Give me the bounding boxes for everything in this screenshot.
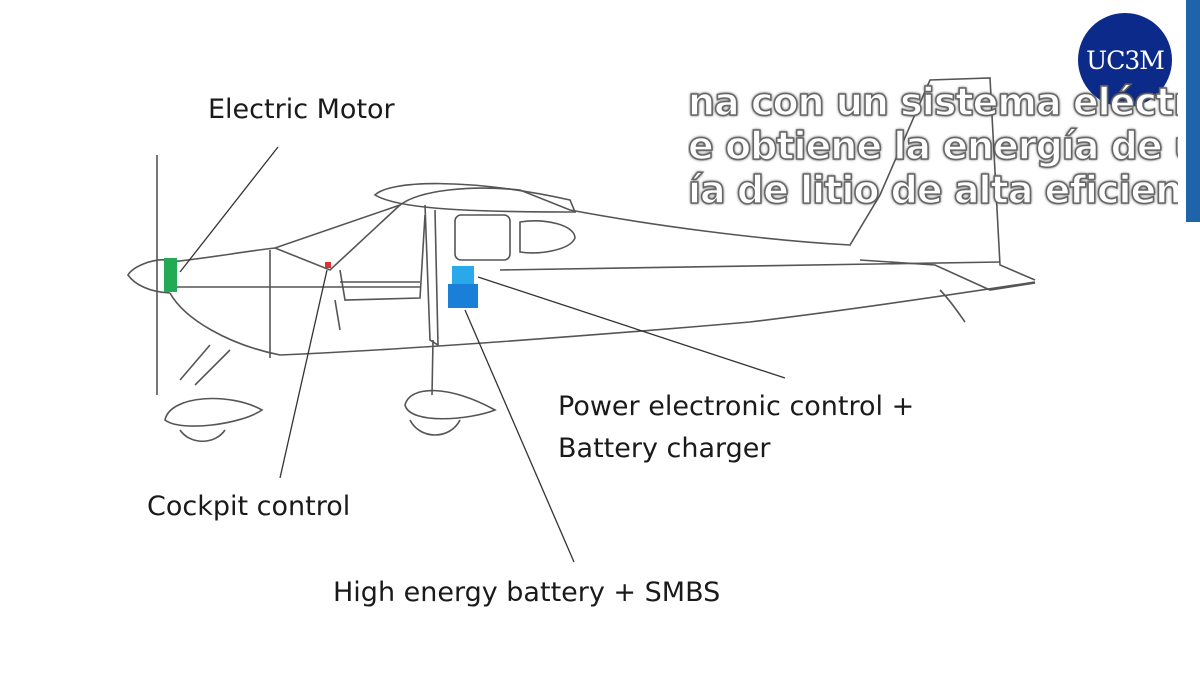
subtitle-line: na con un sistema eléctrico — [688, 80, 1178, 125]
power-control-label-line1: Power electronic control + — [558, 391, 915, 422]
subtitle-line: ía de litio de alta eficiencia — [688, 167, 1178, 213]
subtitle-line: e obtiene la energía de una — [688, 123, 1178, 169]
cockpit-control-label: Cockpit control — [147, 491, 351, 522]
slide-accent-bar — [1186, 0, 1200, 222]
electric-motor-marker — [164, 258, 177, 292]
subtitle-overlay: na con un sistema eléctrico e obtiene la… — [688, 80, 1178, 225]
uc3m-logo: UC3M — [1078, 13, 1172, 107]
power-control-label-line2: Battery charger — [558, 433, 771, 464]
leader-lines — [179, 146, 786, 563]
aircraft-outline — [127, 77, 1036, 443]
battery-marker — [448, 284, 478, 308]
power-controller-marker — [452, 266, 474, 288]
battery-label: High energy battery + SMBS — [333, 577, 721, 608]
electric-motor-label: Electric Motor — [208, 94, 395, 125]
cockpit-control-marker — [325, 262, 331, 268]
